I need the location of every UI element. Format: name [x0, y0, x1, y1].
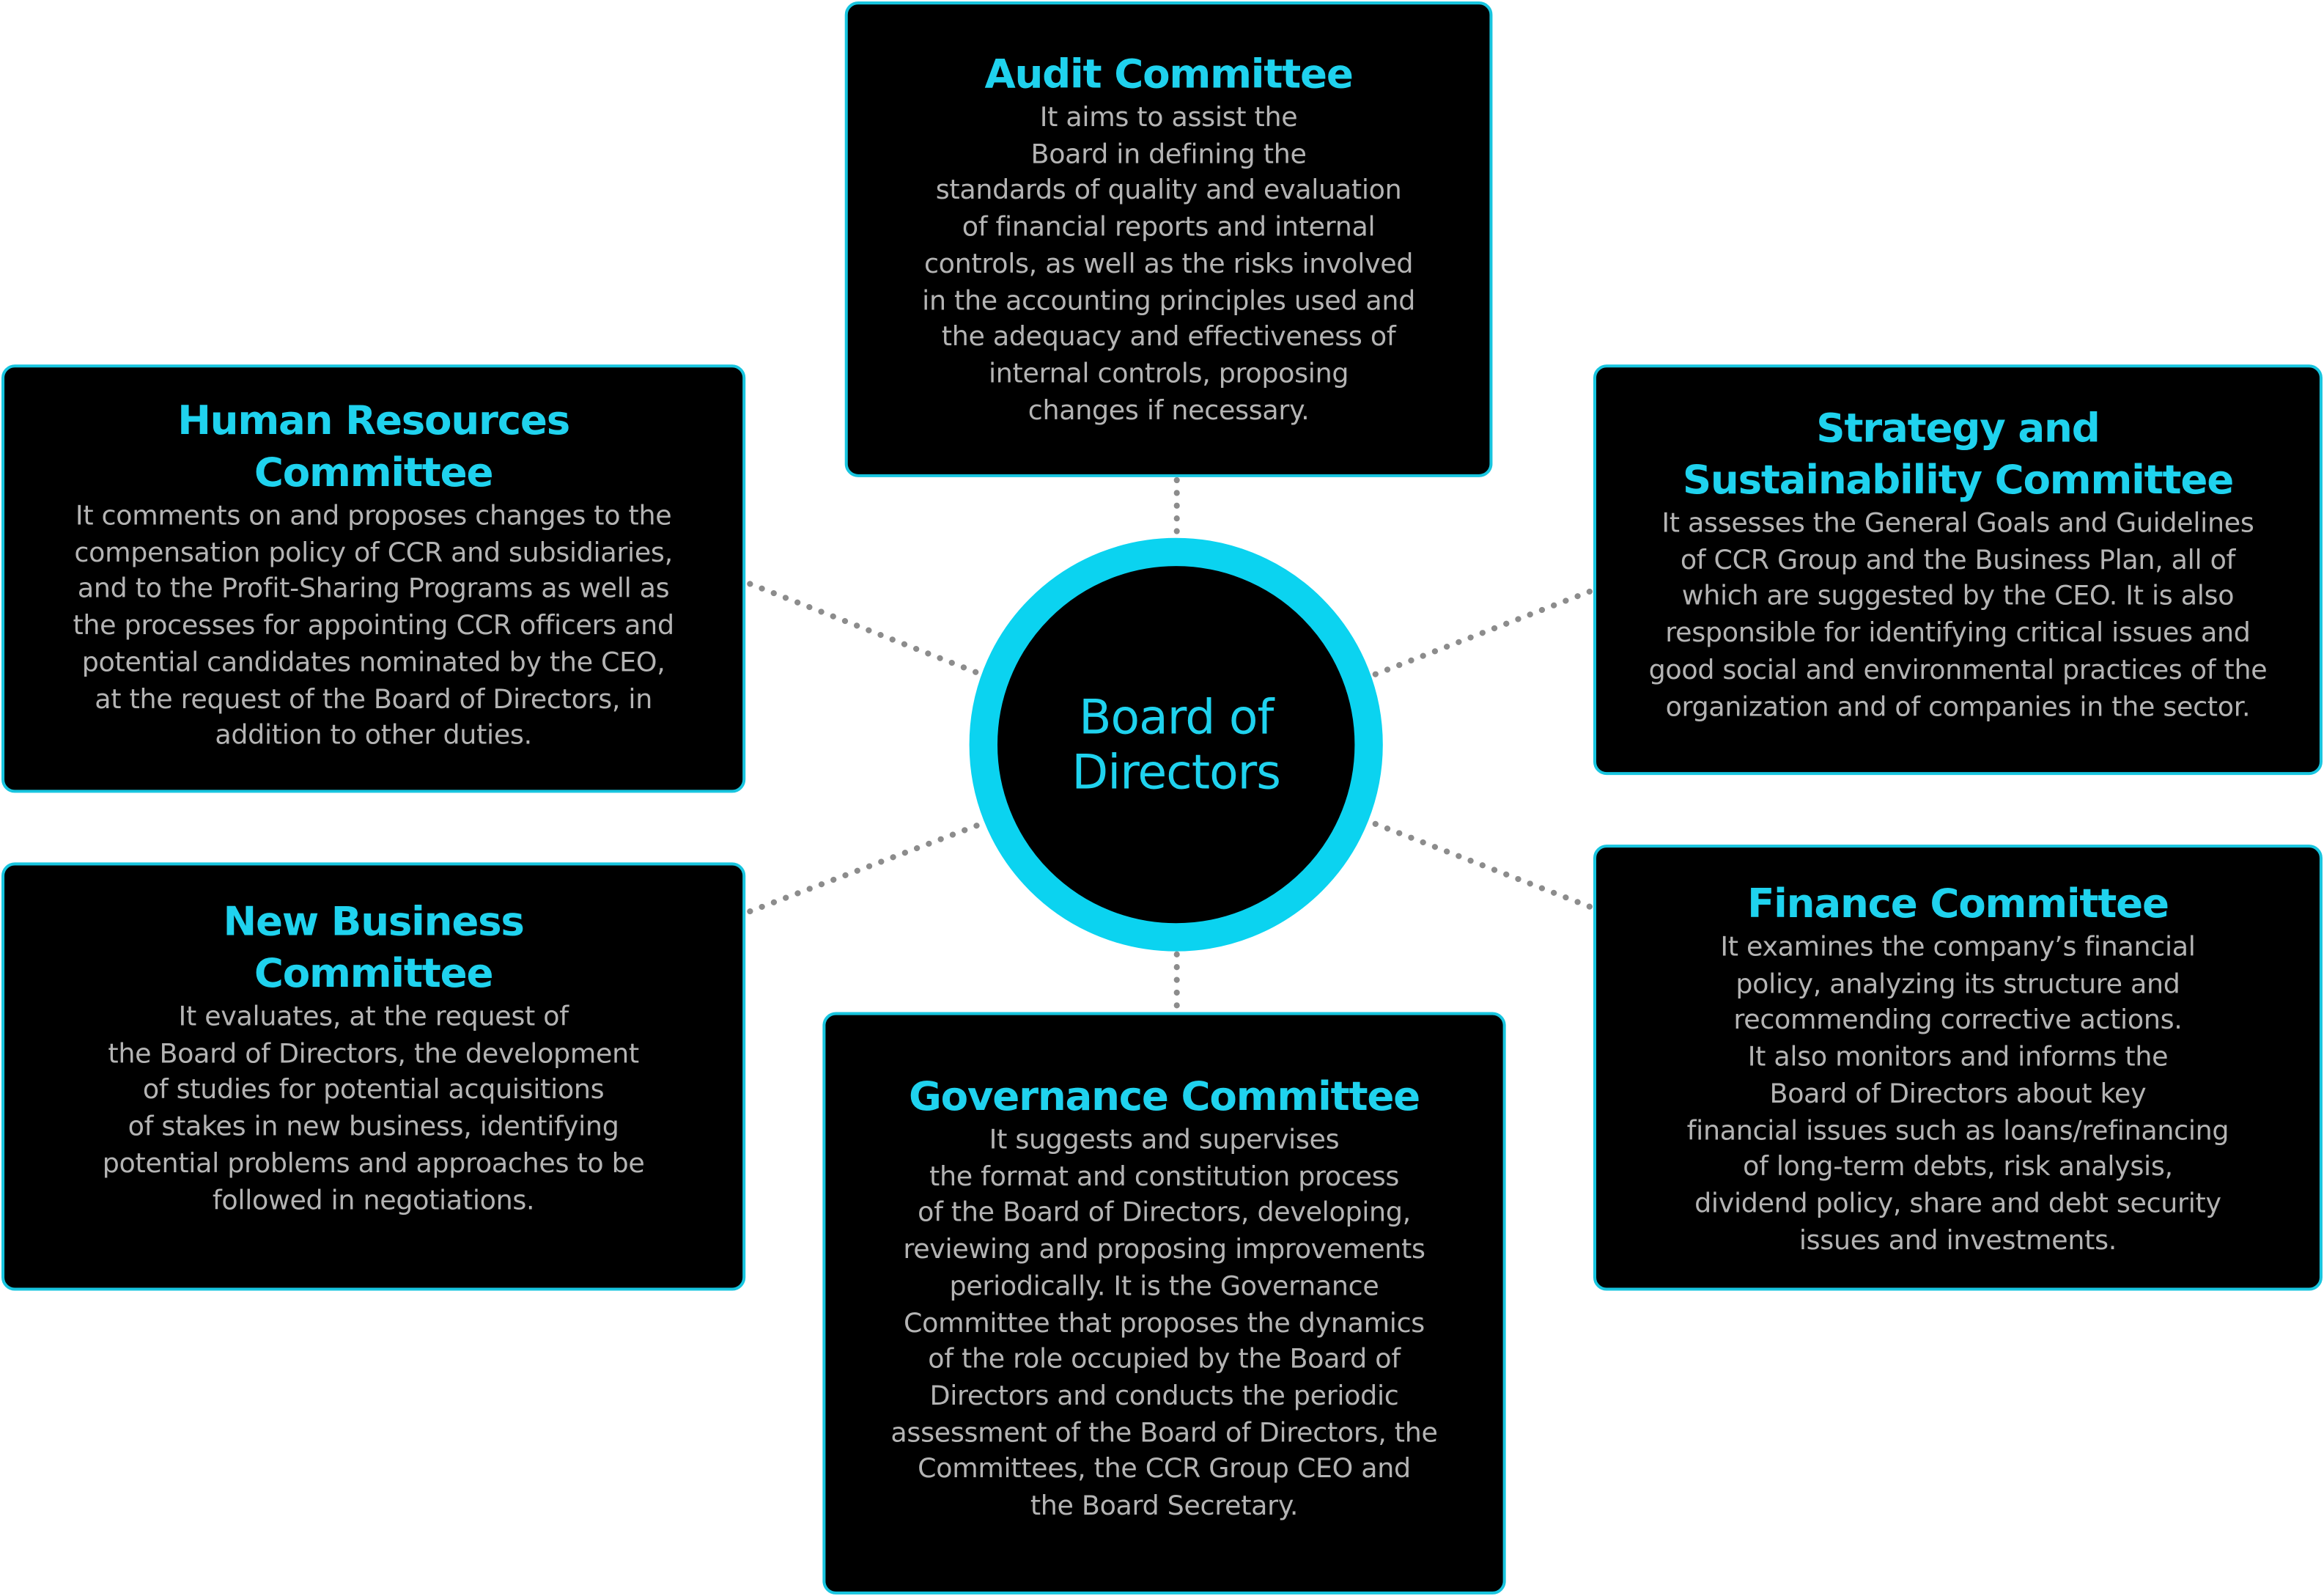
governance-committee-description-line: of the Board of Directors, developing, — [918, 1198, 1411, 1229]
governance-committee-description-line: Committee that proposes the dynamics — [904, 1307, 1425, 1339]
new-business-committee-description-line: It evaluates, at the request of — [178, 1001, 569, 1033]
finance-committee-description-line: recommending corrective actions. — [1733, 1005, 2183, 1037]
audit-committee-title-line: Audit Committee — [984, 51, 1353, 98]
human-resources-committee-description-line: addition to other duties. — [215, 720, 532, 752]
connector-new-business — [747, 820, 984, 915]
strategy-sustainability-committee-description-line: which are suggested by the CEO. It is al… — [1681, 581, 2235, 613]
strategy-sustainability-committee-title-line: Strategy and — [1816, 405, 2100, 452]
connector-strategy — [1372, 588, 1593, 677]
strategy-sustainability-committee-description-line: responsible for identifying critical iss… — [1665, 618, 2251, 650]
governance-committee-description-line: assessment of the Board of Directors, th… — [890, 1417, 1438, 1449]
strategy-sustainability-committee-description-line: organization and of companies in the sec… — [1665, 691, 2251, 723]
human-resources-committee-description-line: the processes for appointing CCR officer… — [73, 610, 674, 642]
governance-committee-box: Governance Committee It suggests and sup… — [822, 1012, 1506, 1595]
governance-committee-description-line: Directors and conducts the periodic — [929, 1380, 1399, 1413]
governance-committee-title: Governance Committee — [825, 1071, 1502, 1123]
strategy-sustainability-committee-description: It assesses the General Goals and Guidel… — [1596, 507, 2320, 727]
governance-committee-description: It suggests and supervises the format and… — [825, 1123, 1502, 1526]
board-of-directors-label-line: Board of — [1079, 688, 1274, 745]
audit-committee-description-line: of financial reports and internal — [962, 212, 1376, 243]
connector-human-resources — [747, 581, 984, 677]
strategy-sustainability-committee-title-line: Sustainability Committee — [1682, 457, 2234, 504]
connector-finance — [1372, 820, 1593, 911]
audit-committee-description-line: It aims to assist the — [1039, 102, 1298, 133]
audit-committee-description-line: controls, as well as the risks involved — [923, 249, 1414, 280]
human-resources-committee-description-line: compensation policy of CCR and subsidiar… — [74, 537, 673, 569]
new-business-committee-description: It evaluates, at the request of the Board… — [4, 1000, 742, 1220]
new-business-committee-description-line: followed in negotiations. — [212, 1185, 535, 1216]
board-of-directors-label-line: Directors — [1071, 743, 1281, 800]
new-business-committee-title-line: New Business — [223, 899, 524, 946]
audit-committee-description-line: changes if necessary. — [1028, 394, 1310, 427]
strategy-sustainability-committee-description-line: good social and environmental practices … — [1648, 655, 2268, 686]
human-resources-committee-description: It comments on and proposes changes to t… — [4, 499, 742, 756]
finance-committee-title-line: Finance Committee — [1747, 881, 2169, 928]
finance-committee-description-line: of long-term debts, risk analysis, — [1743, 1151, 2173, 1183]
governance-committee-description-line: It suggests and supervises — [989, 1125, 1340, 1156]
new-business-committee-description-line: of studies for potential acquisitions — [142, 1075, 605, 1106]
human-resources-committee-title-line: Human Resources — [177, 398, 570, 445]
audit-committee-description-line: Board in defining the — [1030, 139, 1307, 170]
finance-committee-description-line: dividend policy, share and debt security — [1694, 1188, 2221, 1220]
strategy-sustainability-committee-description-line: of CCR Group and the Business Plan, all … — [1680, 545, 2236, 576]
human-resources-committee-description-line: It comments on and proposes changes to t… — [75, 501, 672, 532]
human-resources-committee-title-line: Committee — [254, 450, 494, 497]
finance-committee-box: Finance Committee It examines the compan… — [1593, 845, 2323, 1291]
audit-committee-title: Audit Committee — [848, 49, 1490, 101]
strategy-sustainability-committee-description-line: It assesses the General Goals and Guidel… — [1661, 508, 2254, 540]
audit-committee-description-line: internal controls, proposing — [988, 358, 1349, 390]
audit-committee-description-line: the adequacy and effectiveness of — [941, 322, 1396, 353]
governance-committee-description-line: Committees, the CCR Group CEO and — [918, 1454, 1411, 1486]
new-business-committee-description-line: potential problems and approaches to be — [102, 1148, 645, 1180]
new-business-committee-description-line: the Board of Directors, the development — [108, 1038, 639, 1070]
finance-committee-description-line: issues and investments. — [1799, 1224, 2117, 1257]
finance-committee-title: Finance Committee — [1596, 879, 2320, 931]
human-resources-committee-description-line: at the request of the Board of Directors… — [95, 683, 653, 716]
finance-committee-description-line: Board of Directors about key — [1769, 1078, 2147, 1110]
audit-committee-description-line: in the accounting principles used and — [922, 285, 1416, 317]
human-resources-committee-description-line: potential candidates nominated by the CE… — [81, 647, 665, 679]
finance-committee-description-line: policy, analyzing its structure and — [1735, 968, 2180, 1000]
finance-committee-description-line: It also monitors and informs the — [1747, 1042, 2169, 1073]
governance-committee-description-line: periodically. It is the Governance — [949, 1270, 1379, 1303]
audit-committee-description-line: standards of quality and evaluation — [935, 175, 1402, 207]
governance-committee-description-line: of the role occupied by the Board of — [928, 1344, 1401, 1376]
finance-committee-description: It examines the company’s financial polic… — [1596, 930, 2320, 1259]
finance-committee-description-line: It examines the company’s financial — [1720, 932, 2196, 963]
governance-committee-description-line: reviewing and proposing improvements — [903, 1234, 1425, 1266]
new-business-committee-description-line: of stakes in new business, identifying — [128, 1111, 619, 1143]
human-resources-committee-description-line: and to the Profit-Sharing Programs as we… — [77, 574, 670, 606]
finance-committee-description-line: financial issues such as loans/refinanci… — [1686, 1115, 2229, 1147]
governance-committee-description-line: the format and constitution process — [929, 1161, 1400, 1193]
governance-committee-description-line: the Board Secretary. — [1030, 1490, 1299, 1522]
governance-committee-title-line: Governance Committee — [909, 1074, 1420, 1121]
new-business-committee-title-line: Committee — [254, 951, 494, 998]
